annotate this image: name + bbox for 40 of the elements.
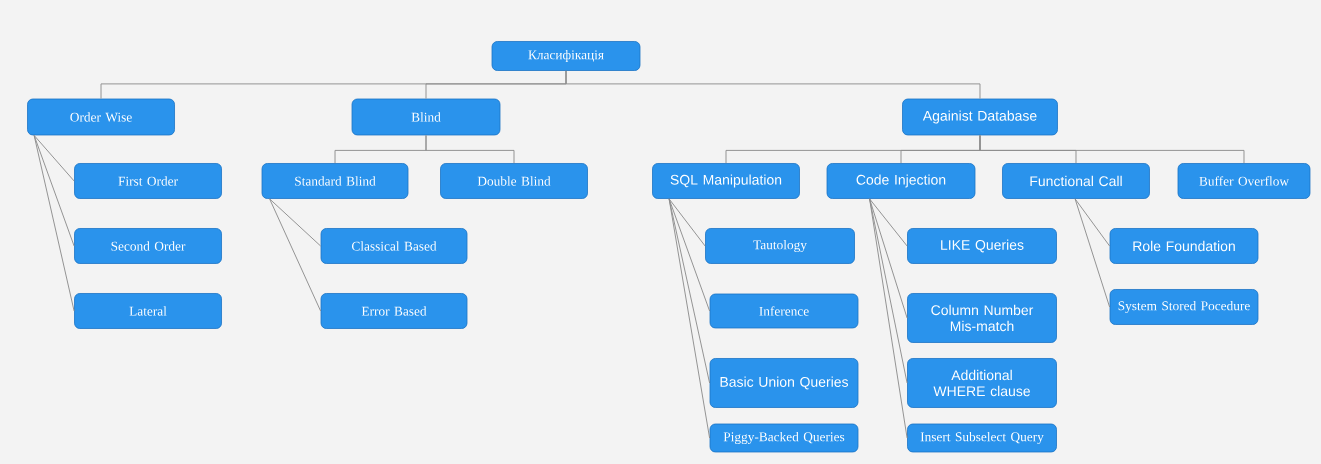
connector-line — [668, 198, 711, 312]
connector-line — [33, 134, 75, 182]
connector-line — [33, 134, 75, 247]
category-box: Order Wise — [27, 98, 175, 136]
connector-line — [269, 198, 322, 247]
connector-line — [869, 198, 908, 439]
category-box: Tautology — [705, 228, 855, 264]
category-box: First Order — [74, 163, 222, 199]
category-box: Additional WHERE clause — [907, 358, 1057, 408]
category-box: Standard Blind — [261, 163, 409, 199]
connector-line — [1074, 198, 1111, 247]
connector-line — [425, 134, 515, 164]
category-box: Role Foundation — [1109, 228, 1259, 264]
category-box: System Stored Pocedure — [1109, 289, 1259, 325]
category-box: Error Based — [320, 293, 468, 329]
connector-line — [269, 198, 322, 312]
connector-line — [668, 198, 711, 439]
category-box: Inference — [709, 293, 859, 329]
connector-line — [869, 198, 908, 247]
category-box: SQL Manipulation — [652, 163, 800, 199]
category-box: Double Blind — [440, 163, 588, 199]
category-box: Piggy-Backed Queries — [709, 423, 859, 453]
connector-line — [668, 198, 706, 247]
category-box: Lateral — [74, 293, 222, 329]
connector-line — [1074, 198, 1111, 308]
connector-line — [33, 134, 75, 312]
category-box: Second Order — [74, 228, 222, 264]
category-box: Blind — [351, 98, 501, 136]
category-box: Insert Subselect Query — [907, 423, 1057, 453]
category-box: Code Injection — [826, 163, 976, 199]
category-box: Basic Union Queries — [709, 358, 859, 408]
category-box: Buffer Overflow — [1177, 163, 1311, 199]
category-box: Column Number Mis-match — [907, 293, 1057, 343]
connector-line — [979, 134, 1245, 164]
category-box: Classical Based — [320, 228, 468, 264]
category-box: Functional Call — [1002, 163, 1150, 199]
connector-line — [565, 70, 981, 100]
category-box: LIKE Queries — [907, 228, 1057, 264]
category-box: Класифікація — [491, 41, 641, 71]
category-box: Againist Database — [902, 98, 1058, 136]
